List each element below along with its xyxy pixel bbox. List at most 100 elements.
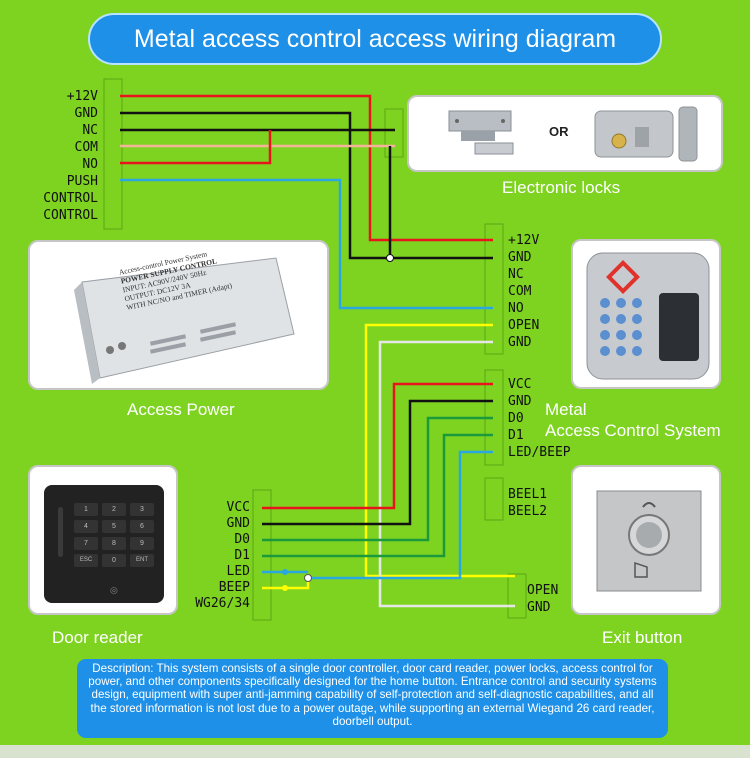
description-text: Description: This system consists of a s… bbox=[88, 662, 657, 728]
reader-terminal-labels: VCC GND D0 D1 LED BEEP WG26/34 bbox=[188, 500, 250, 612]
access-control-panel bbox=[571, 239, 721, 389]
title-banner: Metal access control access wiring diagr… bbox=[88, 13, 662, 65]
terminal-label: LED/BEEP bbox=[508, 445, 571, 460]
power-terminal-strip bbox=[103, 78, 123, 230]
exit-button-caption: Exit button bbox=[602, 628, 683, 647]
wire-reader-vcc bbox=[262, 382, 493, 510]
exit-button-panel bbox=[571, 465, 721, 615]
wire-reader-d0 bbox=[262, 416, 493, 542]
terminal-label: D1 bbox=[234, 548, 250, 563]
electronic-locks-caption: Electronic locks bbox=[502, 178, 621, 197]
key-3: 3 bbox=[130, 503, 154, 516]
controller-bell-strip bbox=[484, 477, 504, 521]
terminal-label: PUSH bbox=[66, 174, 98, 189]
wire-12v bbox=[120, 94, 493, 242]
key-8: 8 bbox=[102, 537, 126, 550]
terminal-label: GND bbox=[508, 394, 532, 409]
terminal-label: LED bbox=[226, 564, 250, 579]
terminal-label: GND bbox=[508, 250, 532, 265]
wire-reader-d1 bbox=[262, 433, 493, 558]
junction-dot bbox=[282, 585, 288, 591]
terminal-label: VCC bbox=[226, 500, 250, 515]
terminal-label: COM bbox=[508, 284, 532, 299]
terminal-label: VCC bbox=[508, 377, 532, 392]
terminal-label: BEEL1 bbox=[508, 487, 548, 502]
junction-dot bbox=[282, 569, 288, 575]
key-esc: ESC bbox=[74, 554, 98, 567]
terminal-label: NO bbox=[508, 301, 524, 316]
electronic-locks-panel: OR bbox=[407, 95, 723, 172]
lock-terminal-strip bbox=[384, 108, 404, 158]
terminal-label: WG26/34 bbox=[195, 596, 250, 611]
wire-push bbox=[120, 178, 493, 310]
terminal-label: OPEN bbox=[527, 583, 559, 598]
terminal-label: D0 bbox=[234, 532, 250, 547]
key-7: 7 bbox=[74, 537, 98, 550]
keypad-keys bbox=[600, 298, 642, 356]
wire-open bbox=[364, 323, 515, 578]
controller-caption-line2: Access Control System bbox=[545, 421, 721, 440]
access-power-panel: Access-control Power System POWER SUPPLY… bbox=[28, 240, 329, 390]
reader-indicator bbox=[58, 507, 63, 557]
terminal-label: +12V bbox=[508, 233, 540, 248]
rim-lock-icon bbox=[594, 106, 698, 162]
wire-exit-gnd bbox=[378, 340, 515, 608]
terminal-label: GND bbox=[527, 600, 551, 615]
exit-button-illustration bbox=[596, 490, 702, 592]
terminal-label: OPEN bbox=[508, 318, 540, 333]
terminal-label: NO bbox=[82, 157, 98, 172]
key-6: 6 bbox=[130, 520, 154, 533]
terminal-label: D0 bbox=[508, 411, 524, 426]
reader-keypad: 1 2 3 4 5 6 7 8 9 ESC 0 ENT bbox=[74, 503, 154, 567]
wire-no-lock bbox=[120, 130, 272, 165]
terminal-label: GND bbox=[508, 335, 532, 350]
power-supply-illustration bbox=[74, 257, 295, 384]
vent-slots bbox=[149, 322, 237, 354]
key-ent: ENT bbox=[130, 554, 154, 567]
wire-reader-gnd bbox=[262, 399, 493, 526]
key-4: 4 bbox=[74, 520, 98, 533]
key-2: 2 bbox=[102, 503, 126, 516]
junction-dot bbox=[386, 254, 394, 262]
key-5: 5 bbox=[102, 520, 126, 533]
exit-terminal-labels: OPEN GND bbox=[527, 582, 558, 616]
controller-bell-labels: BEEL1 BEEL2 bbox=[508, 486, 547, 520]
key-9: 9 bbox=[130, 537, 154, 550]
bell-icon: ◎ bbox=[110, 585, 118, 595]
terminal-label: +12V bbox=[66, 89, 98, 104]
terminal-label: CONTROL bbox=[43, 208, 98, 223]
locks-illustration bbox=[448, 106, 698, 162]
controller-power-strip bbox=[484, 223, 504, 355]
wire-reader-led bbox=[262, 450, 493, 580]
terminal-label: BEEL2 bbox=[508, 504, 548, 519]
terminal-label: NC bbox=[508, 267, 524, 282]
terminal-label: COM bbox=[74, 140, 98, 155]
strike-lock-icon bbox=[448, 110, 514, 155]
key-1: 1 bbox=[74, 503, 98, 516]
terminal-label: CONTROL bbox=[43, 191, 98, 206]
door-icon bbox=[642, 502, 656, 508]
access-power-caption: Access Power bbox=[127, 400, 235, 419]
diagram-title: Metal access control access wiring diagr… bbox=[133, 24, 617, 53]
door-reader-panel: 1 2 3 4 5 6 7 8 9 ESC 0 ENT ◎ bbox=[28, 465, 178, 615]
terminal-label: NC bbox=[82, 123, 98, 138]
description-box: Description: This system consists of a s… bbox=[77, 659, 668, 738]
terminal-label: GND bbox=[226, 516, 250, 531]
wire-gnd bbox=[120, 111, 493, 260]
controller-power-labels: +12V GND NC COM NO OPEN GND bbox=[508, 232, 539, 351]
terminal-label: GND bbox=[74, 106, 98, 121]
junction-dot bbox=[304, 574, 312, 582]
controller-caption-line1: Metal bbox=[545, 400, 587, 419]
reader-body: 1 2 3 4 5 6 7 8 9 ESC 0 ENT ◎ bbox=[44, 485, 164, 603]
bottom-strip bbox=[0, 745, 750, 758]
exit-terminal-strip bbox=[507, 573, 527, 619]
controller-reader-labels: VCC GND D0 D1 LED/BEEP bbox=[508, 376, 571, 461]
key-0: 0 bbox=[102, 554, 126, 567]
terminal-label: BEEP bbox=[218, 580, 250, 595]
keypad-device-illustration bbox=[586, 252, 710, 380]
logo-icon bbox=[606, 260, 640, 294]
or-label: OR bbox=[549, 124, 569, 139]
hand-icon bbox=[634, 561, 648, 578]
